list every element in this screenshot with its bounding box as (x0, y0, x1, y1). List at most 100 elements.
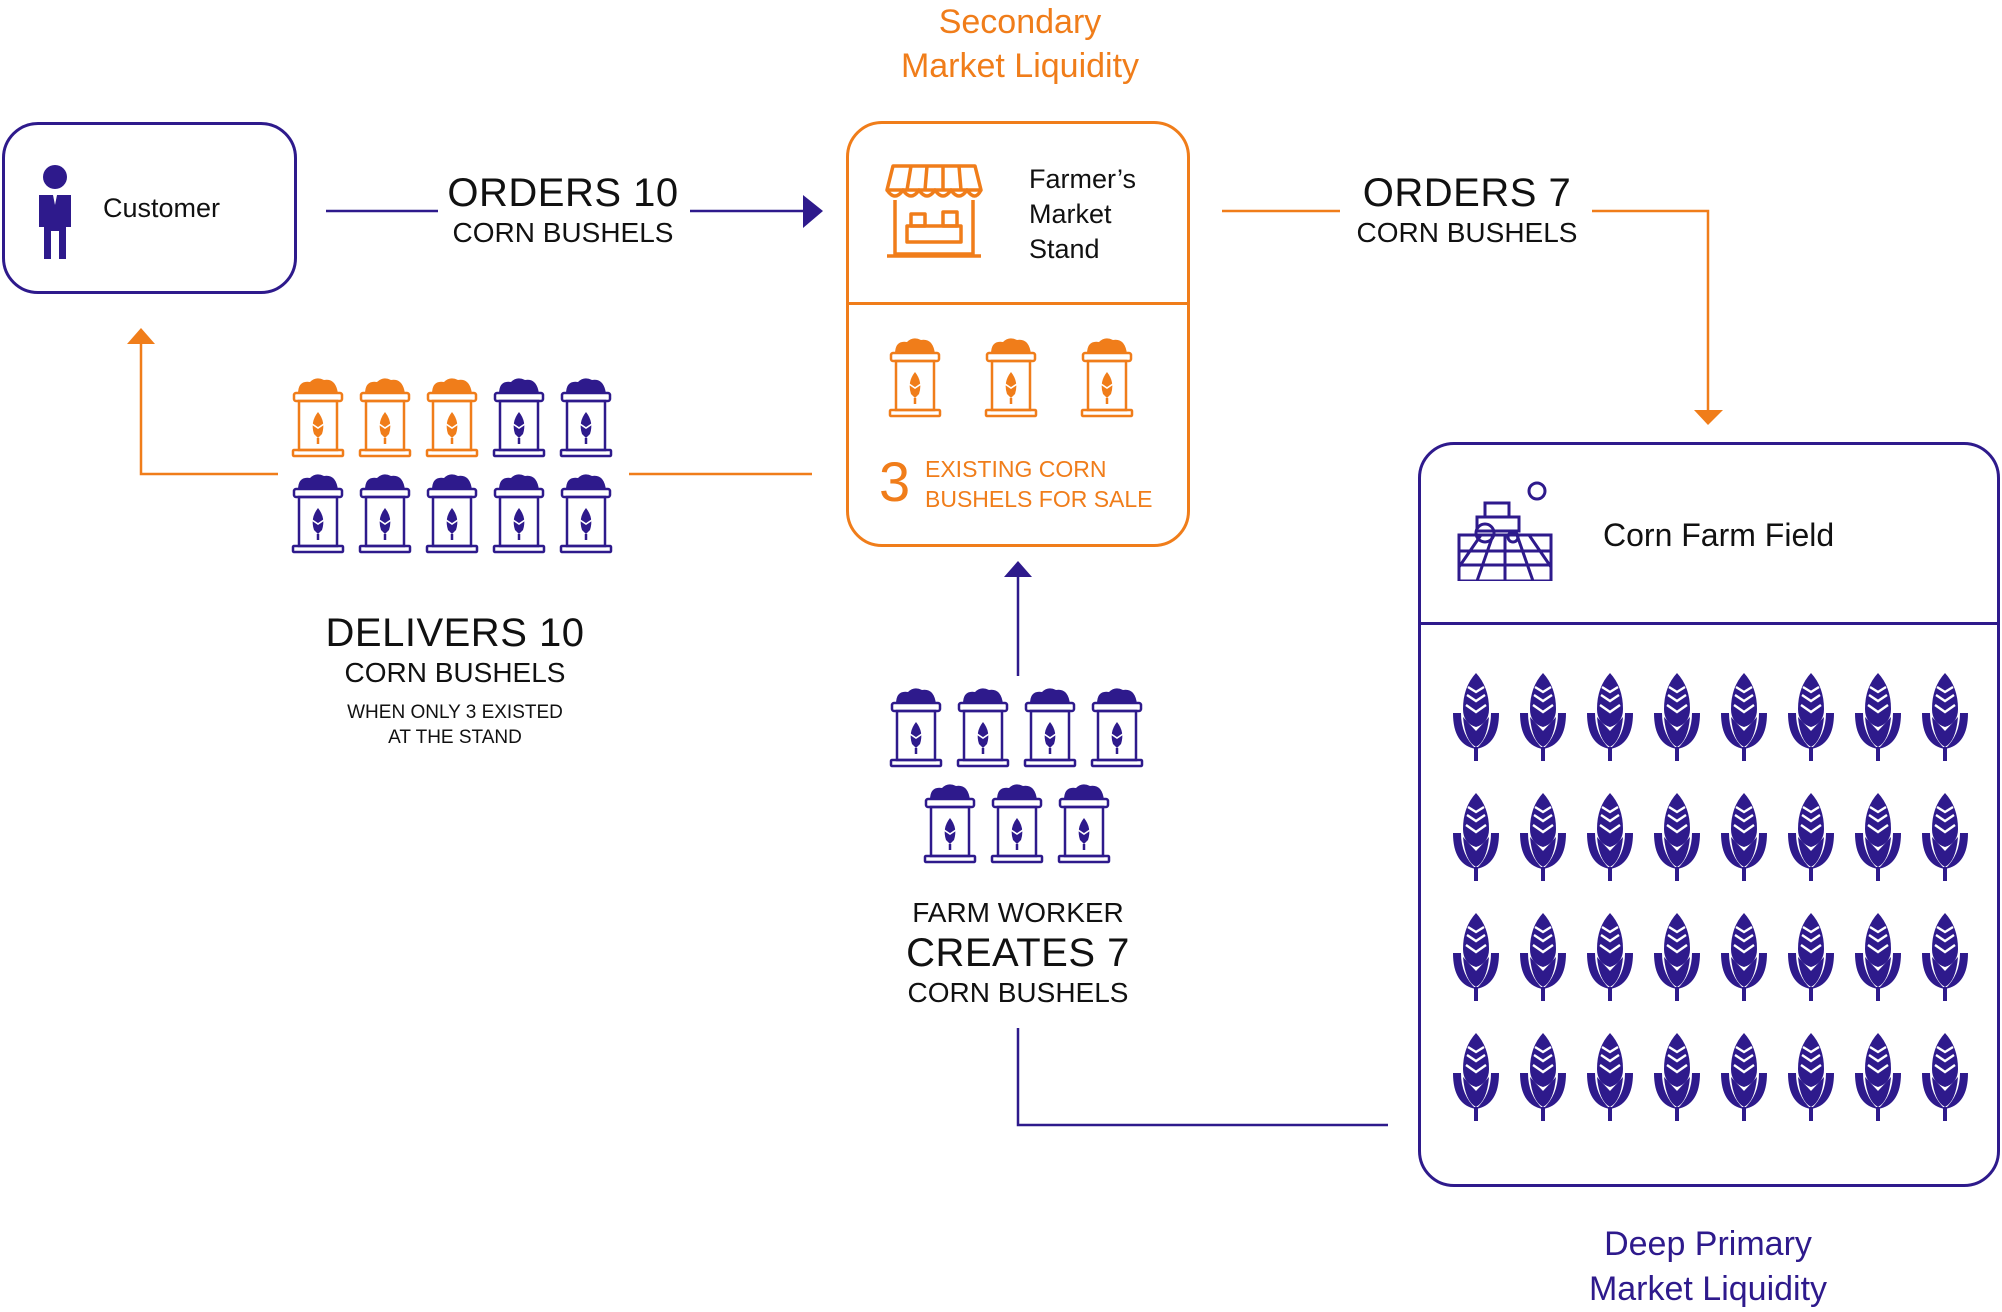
corn-bushel-icon (888, 686, 944, 773)
corn-plant-icon (1520, 1033, 1566, 1121)
delivery-note-line1: WHEN ONLY 3 EXISTED (347, 702, 563, 723)
corn-plant-icon (1721, 1033, 1767, 1121)
farm-field-box: Corn Farm Field (1418, 442, 2000, 1187)
corn-plant-icon (1788, 1033, 1834, 1121)
corn-bushel-icon (1056, 782, 1112, 869)
corn-grid (1451, 671, 1971, 1141)
corn-plant-icon (1721, 673, 1767, 761)
corn-plant-icon (1654, 1033, 1700, 1121)
stand-order-text: ORDERS 7 CORN BUSHELS (1336, 170, 1598, 250)
customer-order-headline: ORDERS 10 (447, 171, 679, 215)
farm-title: Corn Farm Field (1603, 517, 1835, 553)
corn-plant-icon (1654, 913, 1700, 1001)
corn-bushel-icon (424, 376, 480, 463)
corn-bushel-icon (491, 472, 547, 559)
corn-plant-icon (1453, 1033, 1499, 1121)
corn-plant-icon (1654, 673, 1700, 761)
customer-order-text: ORDERS 10 CORN BUSHELS (430, 170, 696, 250)
corn-plant-icon (1922, 913, 1968, 1001)
corn-bushel-icon (1079, 336, 1135, 423)
corn-plant-icon (1855, 1033, 1901, 1121)
market-stand-icon (885, 164, 983, 258)
stand-title: Farmer’s Market Stand (1029, 162, 1136, 267)
worker-sub: CORN BUSHELS (907, 977, 1129, 1008)
corn-plant-icon (1453, 913, 1499, 1001)
corn-plant-icon (1587, 1033, 1633, 1121)
corn-plant-icon (1922, 793, 1968, 881)
corn-bushel-icon (1022, 686, 1078, 773)
stand-title-line3: Stand (1029, 234, 1100, 264)
arrow-to-customer-icon (127, 328, 155, 344)
customer-box: Customer (2, 122, 297, 294)
stand-stock-line1: EXISTING CORN (925, 456, 1107, 482)
worker-text: FARM WORKER CREATES 7 CORN BUSHELS (858, 896, 1178, 1010)
corn-bushel-icon (558, 376, 614, 463)
corn-plant-icon (1922, 673, 1968, 761)
farm-divider (1421, 622, 1997, 625)
secondary-label-line2: Market Liquidity (900, 47, 1140, 85)
corn-plant-icon (1520, 913, 1566, 1001)
corn-plant-icon (1587, 673, 1633, 761)
corn-plant-icon (1587, 913, 1633, 1001)
primary-label-line1: Deep Primary (1604, 1225, 1812, 1263)
primary-label-line2: Market Liquidity (1588, 1270, 1828, 1308)
stand-bushel-group (887, 336, 1167, 428)
worker-bushel-group (888, 686, 1152, 868)
corn-bushel-icon (955, 686, 1011, 773)
corn-bushel-icon (424, 472, 480, 559)
delivery-line-left (139, 342, 278, 476)
stand-order-line-right (1592, 209, 1710, 410)
corn-plant-icon (1855, 793, 1901, 881)
arrow-to-stand-icon (803, 195, 823, 228)
corn-bushel-icon (1089, 686, 1145, 773)
corn-bushel-icon (290, 376, 346, 463)
stand-stock-line2: BUSHELS FOR SALE (925, 486, 1153, 512)
corn-plant-icon (1855, 673, 1901, 761)
corn-plant-icon (1453, 673, 1499, 761)
corn-plant-icon (1855, 913, 1901, 1001)
delivery-headline: DELIVERS 10 (325, 611, 585, 655)
corn-plant-icon (1520, 673, 1566, 761)
farm-to-worker-line (1016, 1028, 1388, 1127)
arrow-up-to-stand-icon (1004, 561, 1032, 577)
stand-title-line2: Market (1029, 199, 1112, 229)
worker-line1: FARM WORKER (912, 897, 1124, 928)
corn-plant-icon (1721, 913, 1767, 1001)
corn-plant-icon (1788, 793, 1834, 881)
delivery-bushel-group (290, 376, 620, 558)
customer-order-sub: CORN BUSHELS (452, 217, 674, 248)
corn-plant-icon (1520, 793, 1566, 881)
corn-bushel-icon (558, 472, 614, 559)
corn-plant-icon (1587, 793, 1633, 881)
stand-title-line1: Farmer’s (1029, 164, 1137, 194)
primary-market-label: Deep Primary Market Liquidity (1508, 1222, 1908, 1312)
delivery-note-line2: AT THE STAND (388, 727, 522, 748)
worker-headline: CREATES 7 (906, 931, 1130, 975)
tractor-field-icon (1457, 481, 1553, 581)
stand-stock-number: 3 (879, 450, 911, 513)
corn-plant-icon (1788, 913, 1834, 1001)
customer-label: Customer (103, 193, 221, 223)
secondary-market-label: Secondary Market Liquidity (820, 0, 1220, 88)
corn-bushel-icon (290, 472, 346, 559)
person-icon (39, 165, 71, 259)
stand-order-headline: ORDERS 7 (1362, 171, 1572, 215)
secondary-label-line1: Secondary (938, 3, 1102, 41)
corn-bushel-icon (983, 336, 1039, 423)
delivery-sub: CORN BUSHELS (344, 657, 566, 688)
corn-plant-icon (1654, 793, 1700, 881)
stand-stock-text: EXISTING CORN BUSHELS FOR SALE (925, 454, 1153, 514)
corn-bushel-icon (887, 336, 943, 423)
stand-divider (849, 302, 1187, 305)
stand-order-sub: CORN BUSHELS (1356, 217, 1578, 248)
corn-bushel-icon (922, 782, 978, 869)
corn-bushel-icon (491, 376, 547, 463)
market-stand-box: Farmer’s Market Stand 3 EXISTING CORN BU… (846, 121, 1190, 547)
corn-bushel-icon (357, 376, 413, 463)
corn-plant-icon (1453, 793, 1499, 881)
corn-plant-icon (1721, 793, 1767, 881)
corn-plant-icon (1922, 1033, 1968, 1121)
corn-bushel-icon (989, 782, 1045, 869)
delivery-text: DELIVERS 10 CORN BUSHELS WHEN ONLY 3 EXI… (290, 610, 620, 750)
